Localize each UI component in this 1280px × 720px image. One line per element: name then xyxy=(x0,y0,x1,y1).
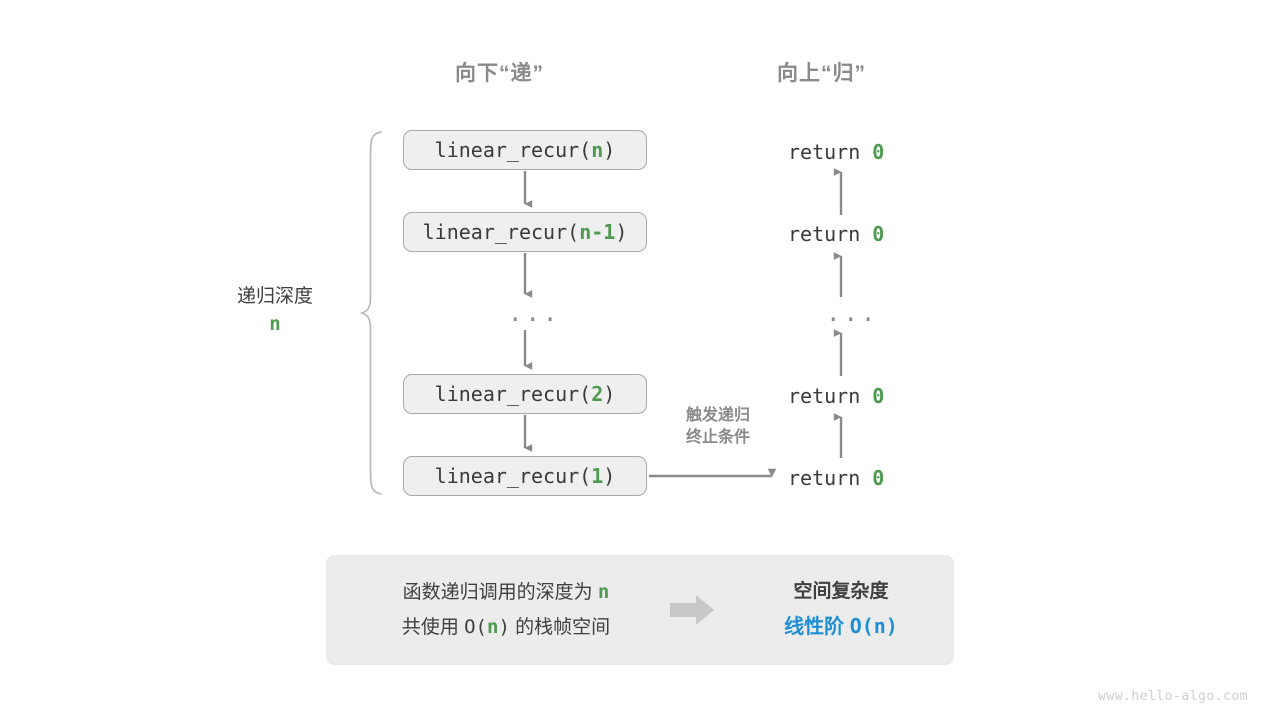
summary-line-2-prefix: 共使用 xyxy=(401,617,465,638)
summary-bigo-open: O( xyxy=(464,616,487,638)
call-frame-suffix: ) xyxy=(603,382,616,406)
return-keyword: return xyxy=(788,222,873,246)
termination-condition-note: 触发递归 终止条件 xyxy=(653,405,783,448)
heading-descend: 向下“递” xyxy=(455,62,544,85)
return-value: 0 xyxy=(872,384,885,408)
summary-line-1-value: n xyxy=(597,580,610,603)
call-frame-prefix: linear_recur( xyxy=(434,464,592,488)
call-frame-arg: n-1 xyxy=(579,220,616,244)
return-keyword: return xyxy=(788,140,873,164)
complexity-title: 空间复杂度 xyxy=(793,581,889,603)
call-frame-box[interactable]: linear_recur(2) xyxy=(403,374,647,414)
summary-line-2-suffix: 的栈帧空间 xyxy=(509,617,611,638)
complexity-result: 空间复杂度 线性阶 O(n) xyxy=(728,576,954,643)
return-value: 0 xyxy=(872,140,885,164)
site-watermark: www.hello-algo.com xyxy=(1098,689,1248,704)
summary-line-1: 函数递归调用的深度为 n xyxy=(356,575,656,610)
termination-note-line-2: 终止条件 xyxy=(685,428,750,446)
return-value: 0 xyxy=(872,466,885,490)
call-frame-prefix: linear_recur( xyxy=(422,220,580,244)
complexity-notation: O(n) xyxy=(849,613,898,638)
recursion-depth-text: 递归深度 xyxy=(236,286,313,307)
summary-bigo-close: ) xyxy=(498,616,510,638)
call-frame-suffix: ) xyxy=(603,464,616,488)
termination-note-line-1: 触发递归 xyxy=(685,407,750,424)
return-label: return 0 xyxy=(788,222,884,246)
call-frame-box[interactable]: linear_recur(1) xyxy=(403,456,647,496)
call-stack-ellipsis: ... xyxy=(508,299,561,327)
call-frame-prefix: linear_recur( xyxy=(434,138,592,162)
return-label: return 0 xyxy=(788,140,884,164)
right-arrow-icon xyxy=(656,593,728,627)
complexity-kind: 线性阶 xyxy=(784,615,850,638)
return-label: return 0 xyxy=(788,384,884,408)
call-frame-suffix: ) xyxy=(603,138,616,162)
return-label: return 0 xyxy=(788,466,884,490)
return-value: 0 xyxy=(872,222,885,246)
summary-description: 函数递归调用的深度为 n 共使用 O(n) 的栈帧空间 xyxy=(326,575,656,645)
call-frame-prefix: linear_recur( xyxy=(434,382,592,406)
summary-line-1-text: 函数递归调用的深度为 xyxy=(402,581,598,603)
call-frame-box[interactable]: linear_recur(n) xyxy=(403,130,647,170)
summary-line-2: 共使用 O(n) 的栈帧空间 xyxy=(356,610,656,645)
call-frame-box[interactable]: linear_recur(n-1) xyxy=(403,212,647,252)
recursion-depth-value: n xyxy=(269,312,281,335)
call-frame-suffix: ) xyxy=(615,220,628,244)
heading-ascend: 向上“归” xyxy=(777,62,866,85)
complexity-value: 线性阶 O(n) xyxy=(728,609,954,644)
summary-bigo-value: n xyxy=(486,616,499,638)
recursion-depth-label: 递归深度 n xyxy=(185,283,365,338)
call-frame-arg: 1 xyxy=(591,464,604,488)
return-keyword: return xyxy=(788,466,873,490)
return-stack-ellipsis: ... xyxy=(826,299,879,327)
call-frame-arg: n xyxy=(591,138,604,162)
call-frame-arg: 2 xyxy=(591,382,604,406)
summary-panel: 函数递归调用的深度为 n 共使用 O(n) 的栈帧空间 空间复杂度 线性阶 O(… xyxy=(326,555,954,665)
return-keyword: return xyxy=(788,384,873,408)
